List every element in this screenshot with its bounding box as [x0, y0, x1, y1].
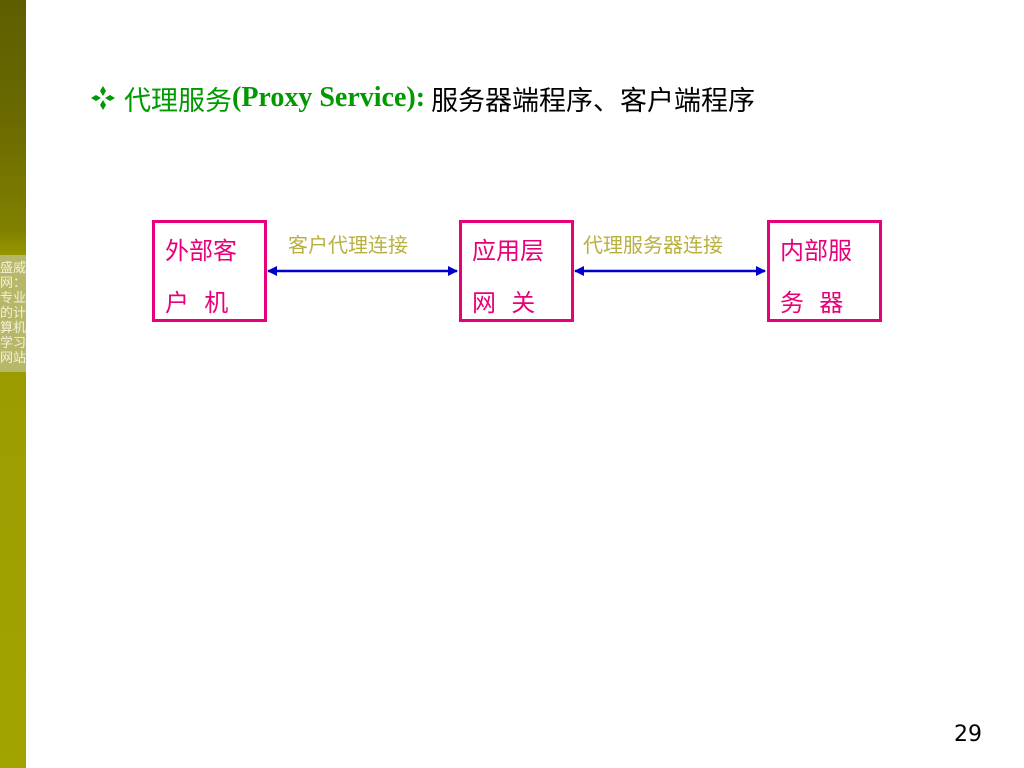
title-description: 服务器端程序、客户端程序: [431, 85, 756, 117]
node-label-line2: 户 机: [165, 289, 229, 317]
node-label-line1: 应用层: [472, 237, 544, 265]
node-label-line1: 内部服: [780, 237, 852, 265]
node-label-line2: 务 器: [780, 289, 844, 317]
node-application-gateway: 应用层 网 关: [459, 220, 574, 322]
node-label-line2: 网 关: [472, 289, 536, 317]
node-internal-server: 内部服 务 器: [767, 220, 882, 322]
node-external-client: 外部客 户 机: [152, 220, 267, 322]
slide-title: 代理服务 (Proxy Service): 服务器端程序、客户端程序: [90, 74, 755, 122]
diamond-bullet-icon: [91, 86, 115, 110]
title-cn-term: 代理服务: [124, 85, 232, 117]
node-label-line1: 外部客: [165, 237, 237, 265]
sidebar-bar: 盛威网：专业的计算机学习网站: [0, 0, 26, 768]
edge-label-proxy-server: 代理服务器连接: [583, 233, 723, 257]
page-number: 29: [954, 722, 982, 747]
title-en-term: (Proxy Service):: [232, 82, 426, 113]
sidebar-watermark-text: 盛威网：专业的计算机学习网站: [0, 255, 26, 372]
edge-label-client-proxy: 客户代理连接: [288, 233, 408, 257]
